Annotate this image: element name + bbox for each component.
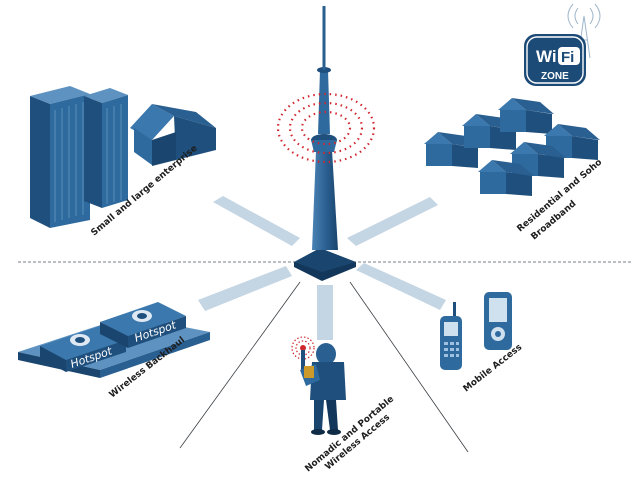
wifi-zone-badge-icon: Wi Fi ZONE: [524, 3, 601, 86]
signal-spokes: [198, 196, 446, 340]
person-icon: [291, 336, 346, 435]
tower-icon: [294, 6, 356, 281]
residential-houses: [424, 98, 600, 196]
house-icon: [498, 98, 554, 134]
house-icon: [478, 160, 534, 196]
house-icon: [510, 142, 566, 178]
mobile-phone-icon: [440, 302, 462, 370]
signal-rings: [276, 92, 376, 164]
mobile-phone-icon: [484, 292, 512, 350]
diagonal-guides: [179, 281, 469, 453]
wifi-badge-fi: Fi: [561, 49, 574, 66]
label-mobile: Mobile Access: [462, 342, 524, 394]
hotspot-devices: Hotspot Hotspot: [18, 302, 210, 378]
wifi-badge-zone: ZONE: [541, 71, 569, 82]
office-building-icon: [30, 86, 128, 228]
wifi-badge-wi: Wi: [536, 47, 557, 66]
house-icon: [130, 104, 216, 166]
